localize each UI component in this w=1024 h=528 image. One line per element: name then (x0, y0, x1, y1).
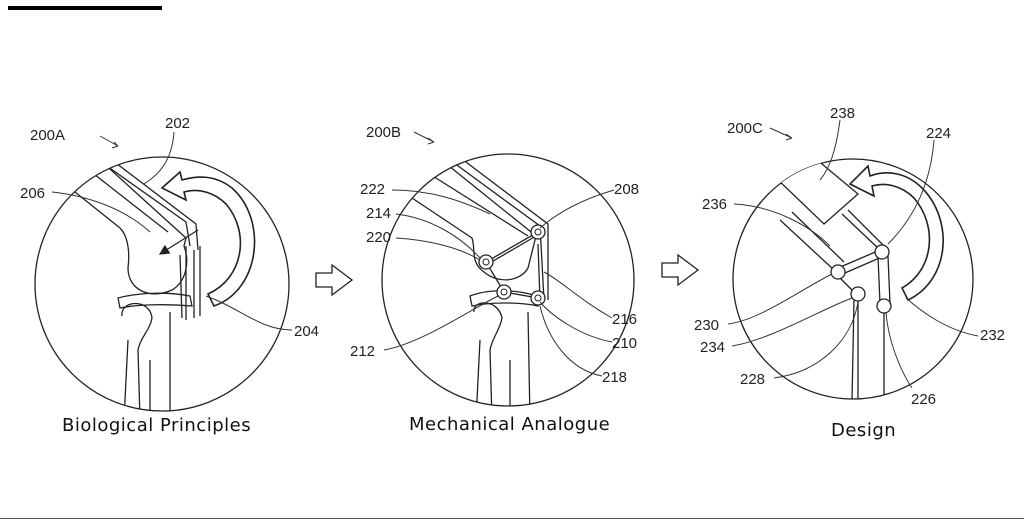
leader-212 (383, 295, 499, 351)
header-bar (8, 6, 162, 10)
panel-200a: 200A 202 204 206 Biological Principles (20, 115, 319, 436)
caption-biological-principles: Biological Principles (62, 415, 251, 436)
label-226: 226 (911, 391, 936, 408)
label-230: 230 (694, 317, 719, 334)
leader-228 (773, 301, 859, 379)
caption-mechanical-analogue: Mechanical Analogue (409, 414, 610, 435)
label-212: 212 (350, 343, 375, 360)
label-200c: 200C (727, 120, 763, 137)
transition-arrow-icon (661, 253, 700, 287)
rotation-arrow (848, 164, 944, 302)
panel-200c: 200C 224 226 228 230 232 234 236 238 Des… (694, 105, 1005, 441)
leader-200a (99, 135, 119, 149)
caption-design: Design (831, 420, 896, 441)
label-210: 210 (612, 335, 637, 352)
leader-230 (727, 273, 833, 325)
label-206: 206 (20, 185, 45, 202)
label-224: 224 (926, 125, 951, 142)
label-204: 204 (294, 323, 319, 340)
panel-c-circle (732, 158, 974, 400)
label-236: 236 (702, 196, 727, 213)
leader-236 (733, 203, 831, 247)
label-234: 234 (700, 339, 725, 356)
label-214: 214 (366, 205, 391, 222)
panel-a-circle (34, 156, 290, 412)
leader-238 (819, 119, 841, 181)
leader-226 (885, 311, 913, 389)
label-220: 220 (366, 229, 391, 246)
label-218: 218 (602, 369, 627, 386)
leader-208 (539, 189, 615, 229)
footer-rule (0, 518, 1024, 519)
label-216: 216 (612, 311, 637, 328)
label-232: 232 (980, 327, 1005, 344)
leader-216 (543, 271, 613, 319)
label-222: 222 (360, 181, 385, 198)
leader-202 (143, 131, 175, 185)
rotation-arrow (160, 170, 256, 307)
label-200a: 200A (30, 127, 65, 144)
label-200b: 200B (366, 124, 401, 141)
label-238: 238 (830, 105, 855, 122)
transition-arrow-icon (315, 263, 354, 297)
leader-200c (769, 127, 793, 141)
panel-200b: 200B 208 210 212 214 216 218 220 222 Mec… (350, 124, 639, 435)
leader-210 (539, 301, 613, 343)
leader-206 (51, 191, 151, 233)
leader-214 (395, 213, 481, 259)
leader-200b (413, 131, 435, 145)
label-202: 202 (165, 115, 190, 132)
label-228: 228 (740, 371, 765, 388)
leader-224 (887, 139, 935, 245)
leader-234 (731, 297, 853, 347)
leader-218 (539, 305, 603, 377)
mechanical-linkage (399, 155, 549, 406)
leader-232 (905, 297, 979, 337)
leader-220 (395, 237, 481, 261)
leader-222 (391, 189, 491, 215)
leader-204 (205, 295, 293, 331)
panel-b-circle (381, 153, 635, 407)
label-208: 208 (614, 181, 639, 198)
